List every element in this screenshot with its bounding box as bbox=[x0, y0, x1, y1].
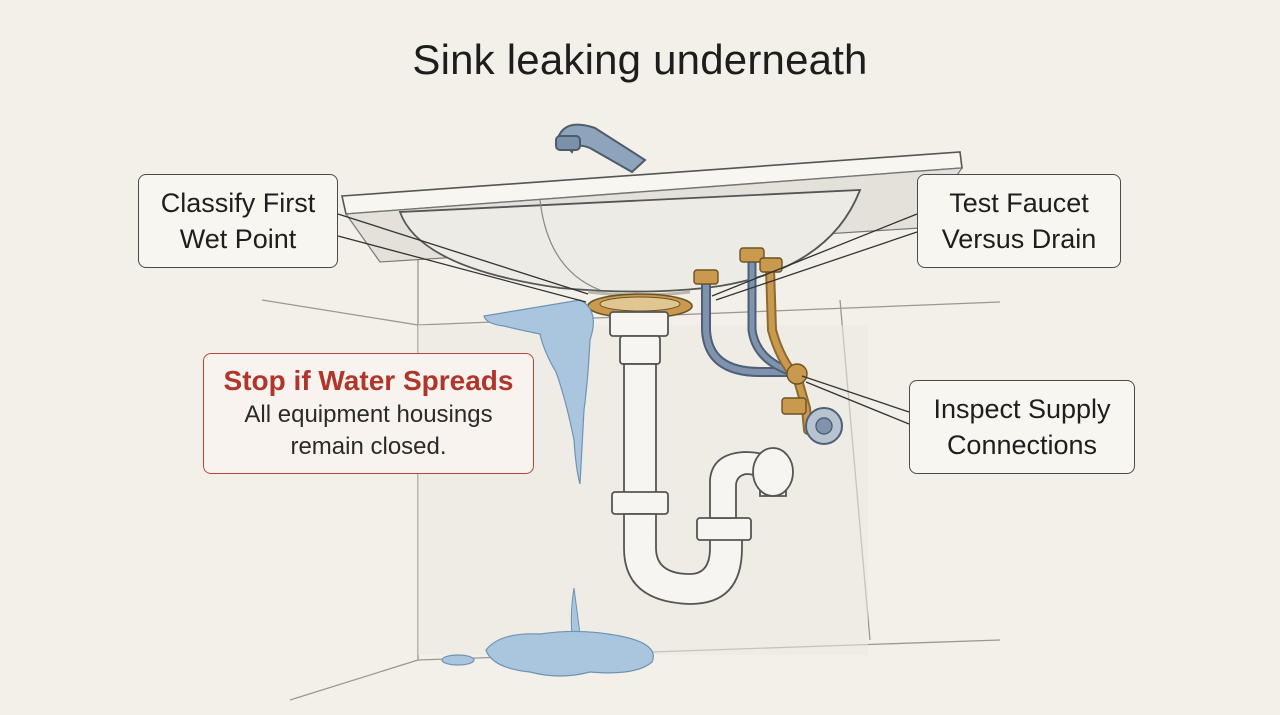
water-leak bbox=[483, 299, 594, 485]
stop-warning-line1: All equipment housings bbox=[244, 400, 493, 428]
stop-warning-line2: remain closed. bbox=[290, 432, 447, 460]
callout-inspect-line1: Inspect Supply bbox=[933, 394, 1111, 424]
callout-inspect-supply-connections: Inspect Supply Connections bbox=[909, 380, 1135, 474]
p-trap-pipe bbox=[609, 311, 794, 605]
callout-test-line2: Versus Drain bbox=[941, 224, 1097, 254]
callout-classify-line2: Wet Point bbox=[179, 224, 297, 254]
callout-test-line1: Test Faucet bbox=[949, 188, 1089, 218]
page-title: Sink leaking underneath bbox=[412, 36, 868, 83]
callout-classify-line1: Classify First bbox=[160, 188, 316, 218]
shutoff-valve bbox=[805, 407, 843, 445]
supply-fittings bbox=[693, 247, 808, 415]
callout-classify-first-wet-point: Classify First Wet Point bbox=[138, 174, 338, 268]
water-puddle bbox=[441, 630, 654, 677]
faucet bbox=[555, 123, 647, 174]
callout-inspect-line2: Connections bbox=[946, 430, 1098, 460]
stop-warning-heading: Stop if Water Spreads bbox=[223, 364, 514, 396]
sink-basin bbox=[398, 189, 862, 297]
callout-stop-warning: Stop if Water Spreads All equipment hous… bbox=[203, 353, 534, 474]
callout-test-faucet-versus-drain: Test Faucet Versus Drain bbox=[917, 174, 1121, 268]
callout-leaders bbox=[337, 213, 918, 425]
